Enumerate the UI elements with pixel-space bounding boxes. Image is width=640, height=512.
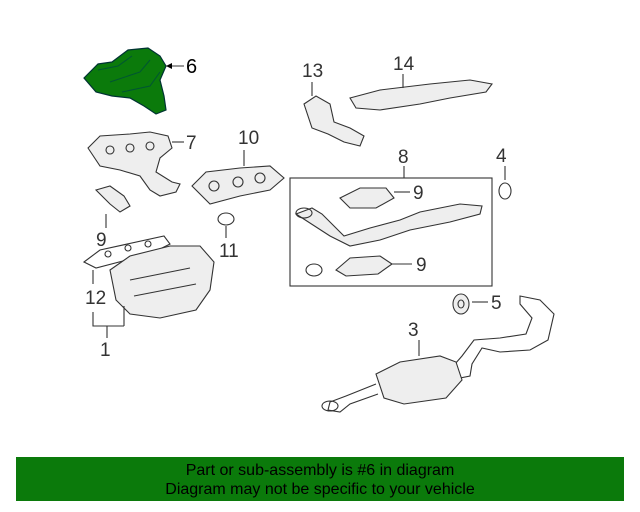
callout-10: 3 — [408, 320, 419, 341]
info-banner: Part or sub-assembly is #6 in diagram Di… — [16, 457, 624, 501]
part-7-front-pipe[interactable] — [294, 203, 483, 247]
part-11-gasket[interactable] — [498, 182, 512, 200]
part-10-tailpipe-assembly[interactable] — [321, 295, 555, 413]
part-7-assembly-box — [289, 177, 493, 287]
part-1-manifold-assembly[interactable] — [109, 245, 215, 319]
part-2-gasket[interactable] — [82, 235, 171, 269]
callout-14: 14 — [393, 54, 415, 75]
callout-7: 8 — [398, 147, 409, 168]
part-14-heat-insulator[interactable] — [349, 79, 493, 111]
callout-9-lower: 9 — [416, 255, 427, 276]
callout-11: 4 — [496, 146, 507, 167]
callout-2: 12 — [85, 288, 106, 309]
callout-9-upper: 9 — [413, 183, 424, 204]
callout-5: 9 — [96, 230, 107, 251]
part-12-hanger[interactable] — [452, 293, 470, 315]
part-8-gasket-ring[interactable] — [217, 212, 235, 226]
callout-4: 10 — [238, 128, 259, 149]
callout-3: 7 — [186, 133, 197, 154]
part-4-gasket[interactable] — [191, 165, 285, 205]
part-3-exhaust-manifold[interactable] — [87, 131, 181, 197]
callout-1: 1 — [100, 340, 111, 361]
banner-line-2: Diagram may not be specific to your vehi… — [165, 481, 475, 498]
part-9-converter-upper[interactable] — [339, 187, 395, 209]
callout-13: 13 — [302, 61, 323, 82]
part-6-heat-shield[interactable] — [83, 47, 167, 115]
callout-8: 11 — [219, 241, 239, 262]
callout-6: 6 — [186, 56, 197, 78]
part-5-bracket[interactable] — [94, 185, 131, 213]
parts-diagram: 6 7 9 10 11 12 1 13 — [82, 47, 555, 413]
banner-line-1: Part or sub-assembly is #6 in diagram — [185, 462, 455, 479]
part-13-heat-insulator[interactable] — [303, 95, 365, 147]
part-9-converter-lower[interactable] — [305, 255, 393, 277]
callout-12: 5 — [491, 293, 502, 314]
